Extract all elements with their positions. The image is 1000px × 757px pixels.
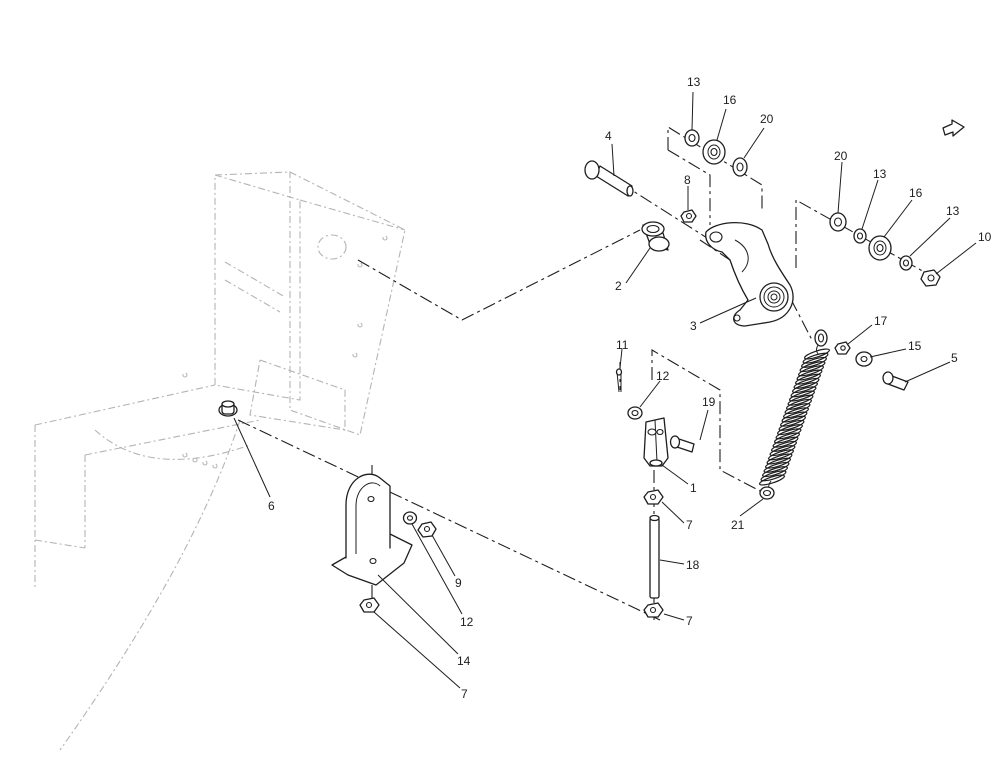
spring-coil xyxy=(783,407,809,419)
spring-coil xyxy=(795,373,821,385)
part-9-nut xyxy=(417,521,437,538)
callout-18: 18 xyxy=(686,558,700,572)
part-8-nut xyxy=(680,209,697,223)
spring-coil xyxy=(769,445,796,457)
part-14-bracket xyxy=(331,473,413,586)
bearing-16-top xyxy=(702,139,726,165)
callout-5: 5 xyxy=(951,351,958,365)
callout-12: 12 xyxy=(460,615,474,629)
part-19-bolt xyxy=(669,435,695,453)
callout-11: 11 xyxy=(616,338,629,352)
spring-coil xyxy=(793,377,820,389)
callout-16: 16 xyxy=(909,186,923,200)
spring-coil xyxy=(792,382,818,394)
callout-10: 10 xyxy=(978,230,992,244)
part-4-bolt xyxy=(584,160,634,197)
spring-coil xyxy=(762,466,788,478)
spring-coil xyxy=(760,470,787,482)
part-7-nut-upper xyxy=(643,489,664,505)
part-5-bolt xyxy=(882,371,909,391)
callout-9: 9 xyxy=(455,576,462,590)
spring-coil xyxy=(804,348,830,360)
part-2-bushing xyxy=(641,221,670,252)
mower-frame-phantom xyxy=(34,171,406,751)
spring-coil xyxy=(798,365,824,377)
spring-coil xyxy=(763,461,790,473)
leader-lines xyxy=(233,91,977,689)
callout-7: 7 xyxy=(461,687,468,701)
part-15-washer xyxy=(855,351,873,367)
orientation-arrow-icon xyxy=(942,119,965,137)
spring-coil xyxy=(759,474,785,486)
callout-20: 20 xyxy=(760,112,774,126)
callout-21: 21 xyxy=(731,518,745,532)
part-3-idler-arm xyxy=(705,221,794,327)
spring-coil xyxy=(801,356,827,368)
spring-coil xyxy=(765,457,791,469)
spring-coil xyxy=(778,419,805,431)
part-18-rod xyxy=(649,514,660,599)
spring-coil xyxy=(784,403,811,415)
spring-coil xyxy=(768,449,794,461)
washer-20-top xyxy=(732,157,748,177)
spring-coil xyxy=(796,369,823,381)
spring-coil xyxy=(772,436,799,448)
callout-13: 13 xyxy=(873,167,887,181)
washer-13-top xyxy=(684,129,700,147)
spring-coil xyxy=(789,390,815,402)
spring-coil xyxy=(777,424,803,436)
callout-17: 17 xyxy=(874,314,888,328)
spring-coil xyxy=(780,415,806,427)
callout-6: 6 xyxy=(268,499,275,513)
spring-coil xyxy=(787,394,814,406)
callout-4: 4 xyxy=(605,129,612,143)
spring-coil xyxy=(790,386,817,398)
washer-13-right-b xyxy=(899,255,913,271)
spring-coil xyxy=(802,352,829,364)
part-10-nut xyxy=(920,269,941,287)
part-21-spring xyxy=(759,329,830,500)
callout-19: 19 xyxy=(702,395,716,409)
callout-12: 12 xyxy=(656,369,670,383)
part-7-nut-bracket xyxy=(359,597,380,613)
callout-16: 16 xyxy=(723,93,737,107)
callout-3: 3 xyxy=(690,319,697,333)
part-12-washer-mid xyxy=(627,406,643,420)
part-7-nut-lower xyxy=(643,602,664,618)
spring-coil xyxy=(775,428,802,440)
part-17-nut xyxy=(834,341,851,355)
callout-15: 15 xyxy=(908,339,922,353)
callout-7: 7 xyxy=(686,614,693,628)
callout-2: 2 xyxy=(615,279,622,293)
bearing-16-right xyxy=(868,235,892,261)
spring-coil xyxy=(766,453,793,465)
callout-labels: 13 16 20 4 8 2 3 20 13 16 13 10 17 15 5 … xyxy=(268,75,992,701)
part-6-bolt xyxy=(218,400,238,417)
spring-coil xyxy=(774,432,800,444)
part-11-pin xyxy=(615,368,623,393)
callout-1: 1 xyxy=(690,481,697,495)
part-12-washer-bracket xyxy=(402,511,418,525)
spring-coil xyxy=(799,361,826,373)
assembly-lines xyxy=(237,126,936,621)
spring-coil xyxy=(771,440,797,452)
spring-coil xyxy=(781,411,808,423)
callout-13: 13 xyxy=(946,204,960,218)
callout-8: 8 xyxy=(684,173,691,187)
callout-7: 7 xyxy=(686,518,693,532)
washer-13-right-a xyxy=(853,228,867,244)
spring-coil xyxy=(786,398,812,410)
washer-20-right xyxy=(829,212,847,232)
callout-14: 14 xyxy=(457,654,471,668)
callout-20: 20 xyxy=(834,149,848,163)
part-1-clevis xyxy=(643,417,669,467)
callout-13: 13 xyxy=(687,75,701,89)
